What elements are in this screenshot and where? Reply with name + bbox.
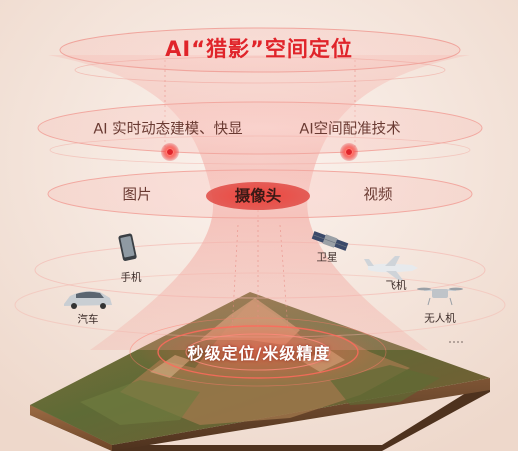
label-ai-spatial-registration: AI空间配准技术: [299, 121, 401, 138]
page-title: AI“猎影”空间定位: [165, 37, 353, 61]
label-car: 汽车: [77, 313, 99, 326]
label-phone: 手机: [120, 271, 142, 284]
label-precision: 秒级定位/米级精度: [187, 344, 331, 363]
label-satellite: 卫星: [316, 251, 338, 264]
phone-icon: [118, 233, 137, 261]
airplane-icon: [364, 256, 418, 280]
target-glow: [138, 320, 378, 384]
label-airplane: 飞机: [385, 279, 407, 292]
drone-icon: [417, 287, 463, 306]
satellite-icon: [311, 231, 349, 251]
label-ai-realtime-modeling: AI 实时动态建模、快显: [93, 121, 243, 138]
label-drone: 无人机: [424, 312, 456, 325]
label-camera: 摄像头: [234, 187, 282, 205]
label-video: 视频: [363, 187, 393, 204]
ring-title: [59, 27, 461, 73]
camera-hub: [206, 182, 310, 210]
label-image: 图片: [122, 187, 152, 204]
car-icon: [64, 291, 112, 309]
ring-technology: [37, 101, 483, 155]
